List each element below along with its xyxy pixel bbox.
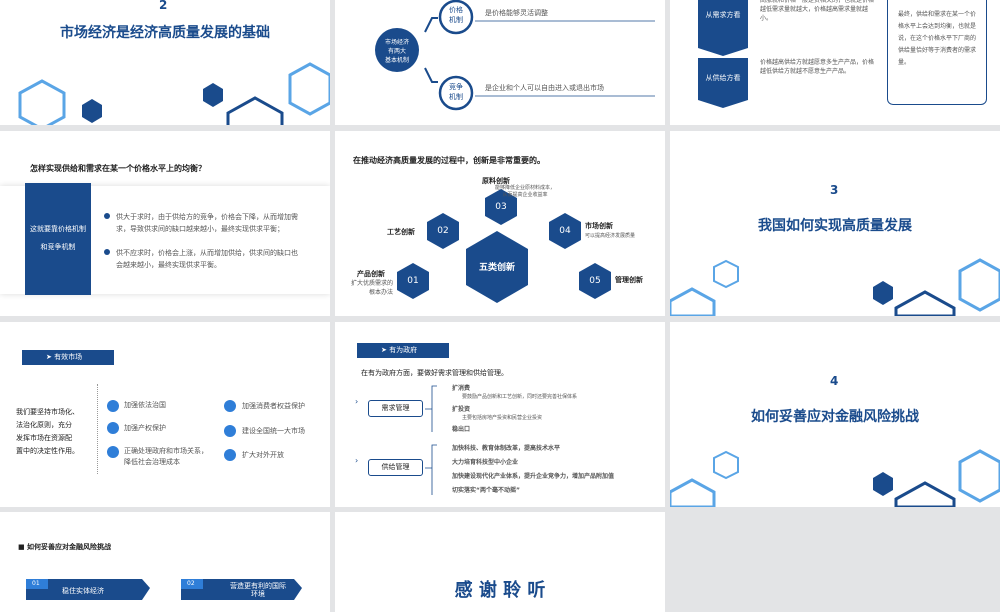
- bullet-oversupply: 供大于求时，由于供给方的竞争，价格会下降，从而增加需求，导致供求间的缺口越来越小…: [116, 213, 298, 233]
- hex-num-01: 01: [407, 276, 419, 286]
- section-number: 4: [830, 374, 839, 388]
- market-principle-text: 我们要坚持市场化、 法治化原则，充分 发挥市场在资源配 置中的决定性作用。: [16, 408, 79, 455]
- equilibrium-box: 最终，供给和需求在某一个价格水平上会达到均衡，也就是说，在这个价格水平下厂商的供…: [887, 0, 987, 105]
- gear-icon: [224, 425, 236, 437]
- supply-item: 加快建设现代化产业体系，提升企业竞争力，增加产品附加值: [452, 473, 615, 480]
- competition-mechanism-label: 竞争 机制: [449, 83, 463, 101]
- section-number: 2: [159, 0, 168, 12]
- slide-supply-demand-thumbnail[interactable]: 从需求方看 从供给方看 高涨就和价格一般是负相关的，也就是价格越低需求量就越大，…: [670, 0, 1000, 125]
- gear-icon: [107, 422, 119, 434]
- supply-tag: 从供给方看: [705, 74, 741, 82]
- hex-num-02: 02: [437, 226, 449, 236]
- measure-item: 加强产权保护: [124, 424, 166, 432]
- slide-innovation-thumbnail[interactable]: 在推动经济高质量发展的过程中，创新是非常重要的。 五类创新 01 02 03 0…: [335, 131, 665, 316]
- competition-mechanism-text: 是企业和个人可以自由进入或退出市场: [485, 84, 604, 92]
- supply-text: 价格越高供给方就越愿意多生产产品，价格越低供给方就越不愿意生产产品。: [760, 59, 875, 75]
- slide-heading: 在推动经济高质量发展的过程中，创新是非常重要的。: [353, 156, 545, 165]
- slide-4-thumbnail[interactable]: 4 如何妥善应对金融风险挑战: [670, 322, 1000, 507]
- supply-item: 切实落实“两个毫不动摇”: [452, 487, 520, 494]
- hex-num-03: 03: [495, 202, 507, 212]
- measure-item: 正确处理政府和市场关系， 降低社会治理成本: [124, 447, 208, 466]
- demand-item-investment: 扩投资: [452, 406, 471, 413]
- banner-number: 01: [32, 580, 40, 587]
- demand-item-export: 稳出口: [452, 426, 471, 433]
- hexagon-decoration: [670, 449, 1000, 507]
- hexagon-decoration: [670, 258, 1000, 316]
- label-process-innovation: 工艺创新: [387, 228, 415, 236]
- mechanism-diagram: [375, 0, 655, 111]
- gear-icon: [107, 400, 119, 412]
- gear-icon: [224, 449, 236, 461]
- measure-item: 扩大对外开放: [242, 451, 284, 459]
- measure-item: 加强依法治国: [124, 401, 166, 409]
- supply-management-box: 供给管理: [368, 459, 423, 476]
- supply-item: 加快科技、教育体制改革，提高技术水平: [452, 445, 561, 452]
- innovation-hexagons: [397, 189, 611, 303]
- section-tag: ➤ 有效市场: [22, 350, 114, 365]
- chevron-right-icon: ›: [355, 397, 359, 406]
- banner-label: 稳住实体经济: [62, 587, 104, 595]
- bullet-dot: [104, 213, 110, 219]
- supply-item: 大力培育科技型中小企业: [452, 459, 519, 466]
- desc-market-innovation: 可以提高经济发展质量: [585, 233, 636, 239]
- demand-item-desc: 主要包括房地产投资和民营企业投资: [462, 415, 543, 421]
- desc-product-innovation: 扩大优质需求的 根本办法: [350, 280, 393, 296]
- center-hexagon-label: 五类创新: [478, 263, 515, 273]
- label-material-innovation: 原料创新: [482, 177, 510, 185]
- slide-title: 市场经济是经济高质量发展的基础: [60, 25, 270, 41]
- question-text: 怎样实现供给和需求在某一个价格水平上的均衡？: [30, 164, 206, 173]
- equilibrium-text: 最终，供给和需求在某一个价格水平上会达到均衡，也就是说，在这个价格水平下厂商的供…: [898, 11, 977, 66]
- slide-title: 我国如何实现高质量发展: [758, 218, 912, 234]
- slide-title: 如何妥善应对金融风险挑战: [751, 409, 919, 425]
- intro-text: 在有为政府方面，要做好需求管理和供给管理。: [361, 369, 508, 377]
- slide-financial-risk-thumbnail[interactable]: ■ 如何妥善应对金融风险挑战 01 稳住实体经济 02 营造更有利的国际 环境: [0, 512, 330, 612]
- demand-item-consumption: 扩消费: [452, 385, 471, 392]
- slide-3-thumbnail[interactable]: 3 我国如何实现高质量发展: [670, 131, 1000, 316]
- hexagon-decoration: [18, 62, 330, 125]
- arrow-banners: [26, 579, 302, 600]
- hex-num-04: 04: [559, 226, 571, 236]
- slide-effective-government-thumbnail[interactable]: ➤ 有为政府 在有为政府方面，要做好需求管理和供给管理。 › › 需求管理 供给…: [335, 322, 665, 507]
- label-market-innovation: 市场创新: [585, 222, 613, 230]
- demand-item-desc: 要鼓励产品创新和工艺创新，同时还要完善社保体系: [462, 394, 578, 400]
- chevron-right-icon: ›: [355, 456, 359, 465]
- divider: [97, 384, 98, 474]
- center-circle-text: 市场经济 有两大 基本机制: [384, 39, 409, 64]
- bullet-dot: [104, 249, 110, 255]
- hex-num-05: 05: [589, 276, 601, 286]
- tag-shapes: [698, 0, 748, 108]
- slide-heading: ■ 如何妥善应对金融风险挑战: [18, 543, 112, 551]
- slide-effective-market-thumbnail[interactable]: ➤ 有效市场 我们要坚持市场化、 法治化原则，充分 发挥市场在资源配 置中的决定…: [0, 322, 330, 507]
- demand-text: 高涨就和价格一般是负相关的，也就是价格越低需求量就越大，价格越高需求量就越小。: [760, 0, 875, 22]
- slide-2-thumbnail[interactable]: 2 市场经济是经济高质量发展的基础: [0, 0, 330, 125]
- mechanism-sidebar: 这就要靠价格机制 和竞争机制: [25, 183, 91, 295]
- bullet-undersupply: 供不应求时，价格会上涨，从而增加供给，供求间的缺口也会越来越小，最终实现供求平衡…: [116, 249, 298, 269]
- thanks-title: 感 谢 聆 听: [454, 580, 546, 601]
- section-tag: ➤ 有为政府: [357, 343, 449, 358]
- slide-mechanisms-thumbnail[interactable]: 市场经济 有两大 基本机制 价格 机制 竞争 机制 是价格能够灵活调整 是企业和…: [335, 0, 665, 125]
- price-mechanism-text: 是价格能够灵活调整: [485, 9, 548, 17]
- slide-equilibrium-thumbnail[interactable]: 怎样实现供给和需求在某一个价格水平上的均衡？ 这就要靠价格机制 和竞争机制 供大…: [0, 131, 330, 316]
- gear-icon: [107, 446, 119, 458]
- brace-connector: [425, 385, 437, 495]
- banner-label: 营造更有利的国际 环境: [230, 582, 286, 598]
- gear-icon: [224, 400, 236, 412]
- label-management-innovation: 管理创新: [615, 276, 643, 284]
- measure-item: 加强消费者权益保护: [242, 402, 305, 410]
- label-product-innovation: 产品创新: [357, 270, 385, 278]
- desc-material-innovation: 能够降低企业原材料成本， 从而提高企业收益率: [495, 185, 556, 198]
- demand-management-box: 需求管理: [368, 400, 423, 417]
- demand-tag: 从需求方看: [705, 11, 741, 19]
- slide-thanks-thumbnail[interactable]: 感 谢 聆 听: [335, 512, 665, 612]
- section-number: 3: [830, 183, 839, 197]
- measure-item: 建设全国统一大市场: [242, 427, 305, 435]
- banner-number: 02: [187, 580, 195, 587]
- price-mechanism-label: 价格 机制: [449, 6, 463, 24]
